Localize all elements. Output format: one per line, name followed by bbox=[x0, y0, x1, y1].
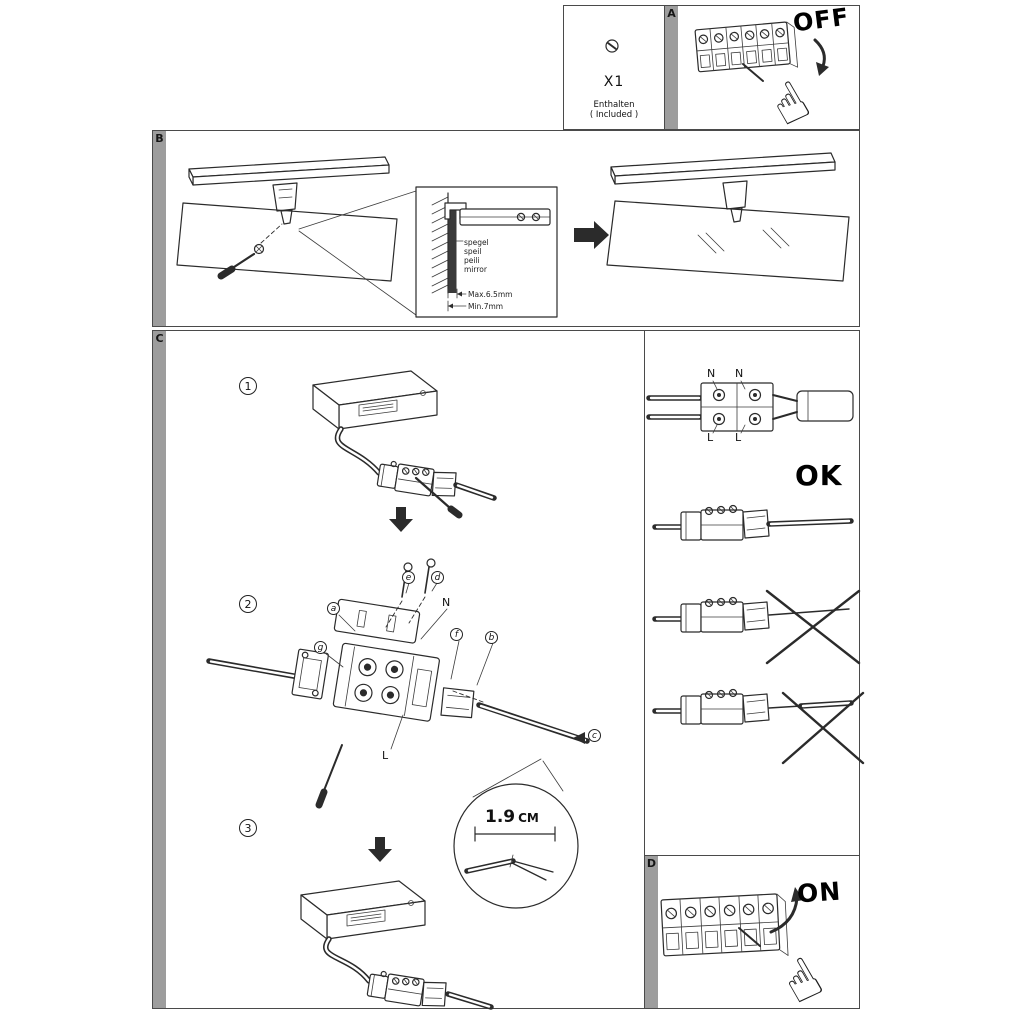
down-arrow-icon-1 bbox=[389, 507, 413, 532]
hand-icon: ☝ bbox=[760, 68, 820, 139]
panel-c-tab-letter: C bbox=[155, 332, 164, 345]
included-label-en: ( Included ) bbox=[589, 110, 639, 120]
mirror-word-2: speil bbox=[464, 247, 481, 256]
on-label: ON bbox=[796, 876, 843, 909]
mirror-clamp-inset: spegel speil peili mirror Max.6.5mm Min.… bbox=[415, 186, 558, 318]
cable-clamp-part bbox=[291, 648, 329, 700]
part-label-c: c bbox=[588, 729, 601, 742]
included-label-de: Enthalten bbox=[593, 100, 635, 110]
mirror-word-4: mirror bbox=[464, 265, 488, 274]
panel-a-illustration: ☝ bbox=[694, 21, 829, 139]
panel-b-tab-letter: B bbox=[155, 132, 164, 145]
panel-c: C bbox=[152, 330, 865, 1010]
switch-off-arrow-icon bbox=[813, 38, 829, 76]
mirror-word-1: spegel bbox=[464, 238, 489, 247]
panel-c-tab: C bbox=[153, 331, 166, 1008]
mounted-result-drawing bbox=[606, 152, 850, 282]
screwdriver bbox=[315, 744, 343, 809]
hand-icon: ☝ bbox=[772, 945, 834, 1010]
dim-max-label: Max.6.5mm bbox=[468, 290, 512, 299]
screwdriver-shaft bbox=[414, 476, 452, 510]
mirror-edge bbox=[448, 209, 457, 293]
part-label-a: a bbox=[327, 602, 340, 615]
terminal-wiring-diagram bbox=[646, 380, 854, 434]
strip-length-value: 1.9 bbox=[485, 807, 516, 827]
strip-length-label: 1.9 CM bbox=[485, 807, 539, 827]
panel-a: A bbox=[664, 3, 860, 139]
wiring-column: N N L L OK bbox=[644, 331, 865, 855]
panel-b: B bbox=[152, 130, 860, 327]
screw-icon bbox=[253, 243, 265, 255]
panel-a-tab: A bbox=[665, 6, 678, 129]
strip-length-unit: CM bbox=[518, 811, 539, 825]
hand-glyph: ☝ bbox=[772, 945, 834, 1010]
step3-drawing bbox=[300, 880, 494, 1010]
live-label-right: L bbox=[735, 431, 742, 444]
strain-relief-part bbox=[440, 687, 475, 719]
panel-b-illustration: spegel speil peili mirror Max.6.5mm Min.… bbox=[176, 152, 850, 318]
part-label-e: e bbox=[402, 571, 415, 584]
included-count: X1 bbox=[603, 74, 625, 90]
screwdriver-handle bbox=[217, 265, 236, 280]
terminal-strip bbox=[694, 21, 799, 73]
wiring-diagrams bbox=[646, 380, 865, 765]
screwdriver-handle bbox=[447, 505, 463, 519]
hand-glyph: ☝ bbox=[760, 68, 820, 139]
panel-d-tab-letter: D bbox=[646, 857, 657, 870]
mounting-step-drawing bbox=[176, 156, 417, 316]
panel-c-illustration bbox=[206, 370, 590, 1010]
live-label-left: L bbox=[707, 431, 714, 444]
screwdriver-tip bbox=[738, 927, 761, 947]
terminal-strip bbox=[660, 893, 789, 957]
panel-d: D bbox=[644, 855, 859, 1010]
screw-icon bbox=[605, 39, 619, 53]
part-label-b: b bbox=[485, 631, 498, 644]
included-parts-box: X1 Enthalten ( Included ) bbox=[563, 5, 665, 130]
step-number-1: 1 bbox=[239, 377, 257, 395]
part-label-d: d bbox=[431, 571, 444, 584]
dim-min-label: Min.7mm bbox=[468, 302, 503, 311]
panel-d-illustration: ☝ bbox=[660, 887, 834, 1010]
cross-out-icon-1 bbox=[765, 589, 861, 665]
wiring-bad-row-2 bbox=[652, 688, 865, 765]
screwdriver-shaft bbox=[229, 252, 256, 271]
cross-out-icon-2 bbox=[781, 691, 865, 765]
panel-d-tab: D bbox=[645, 856, 658, 1008]
next-step-arrow-icon bbox=[574, 221, 609, 249]
ok-label: OK bbox=[795, 459, 843, 492]
part-label-f: f bbox=[450, 628, 463, 641]
ferrule bbox=[796, 390, 854, 422]
step-number-2: 2 bbox=[239, 595, 257, 613]
wiring-bad-row-1 bbox=[652, 589, 861, 665]
step2-drawing bbox=[206, 558, 590, 809]
part-label-g: g bbox=[314, 641, 327, 654]
panel-a-tab-letter: A bbox=[667, 7, 676, 20]
terminal-body-part bbox=[332, 642, 440, 722]
panel-b-tab: B bbox=[153, 131, 166, 326]
screwdriver-tip bbox=[742, 63, 764, 82]
down-arrow-icon-2 bbox=[368, 837, 392, 862]
neutral-wire-label: N bbox=[442, 596, 451, 609]
neutral-label-right: N bbox=[735, 367, 744, 380]
strip-length-detail bbox=[453, 783, 579, 909]
insert-arrow-icon bbox=[573, 732, 585, 744]
neutral-label-left: N bbox=[707, 367, 716, 380]
step1-drawing bbox=[312, 370, 497, 519]
live-wire-label: L bbox=[382, 749, 389, 762]
mirror-word-3: peili bbox=[464, 256, 480, 265]
switch-on-arrow-icon bbox=[769, 887, 804, 934]
screw-illustration bbox=[605, 39, 619, 53]
step-number-3: 3 bbox=[239, 819, 257, 837]
cover-part bbox=[333, 598, 421, 644]
wiring-ok-row bbox=[652, 504, 854, 541]
